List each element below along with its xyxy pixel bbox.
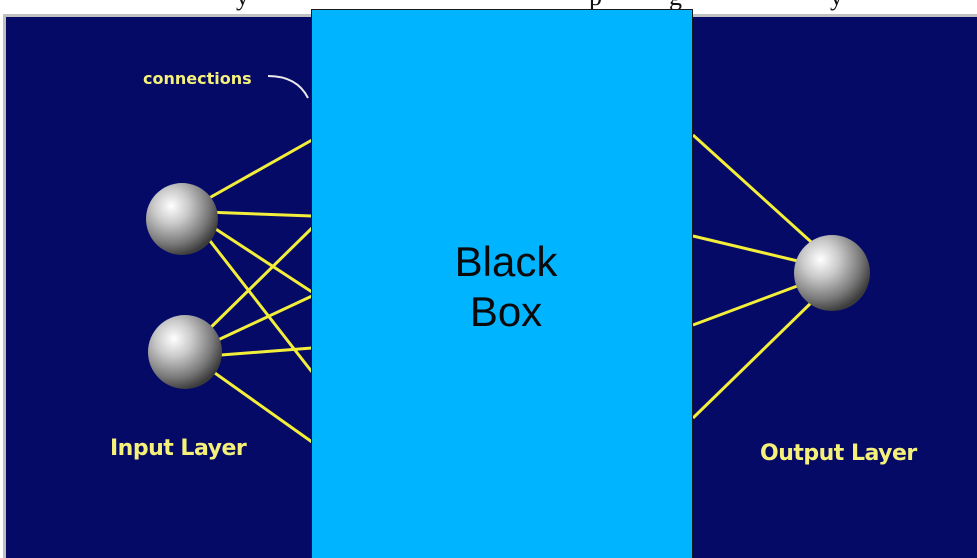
connections-label: connections — [143, 69, 252, 88]
input-connections — [195, 140, 312, 442]
connection-line — [693, 236, 802, 262]
connections-leader-line — [268, 76, 308, 98]
black-box: Black Box — [311, 9, 693, 558]
output-layer-label: Output Layer — [760, 441, 917, 466]
black-box-label: Black Box — [312, 237, 692, 337]
connection-line — [693, 285, 800, 325]
black-box-label-line2: Box — [320, 287, 692, 337]
input-node-1 — [146, 183, 218, 255]
input-layer-label: Input Layer — [110, 436, 246, 461]
connection-line — [205, 366, 312, 442]
connection-line — [195, 140, 312, 206]
black-box-label-line1: Black — [320, 237, 692, 287]
connection-line — [693, 135, 820, 250]
input-node-2 — [148, 315, 222, 389]
output-node — [794, 235, 870, 311]
connection-line — [205, 212, 312, 216]
